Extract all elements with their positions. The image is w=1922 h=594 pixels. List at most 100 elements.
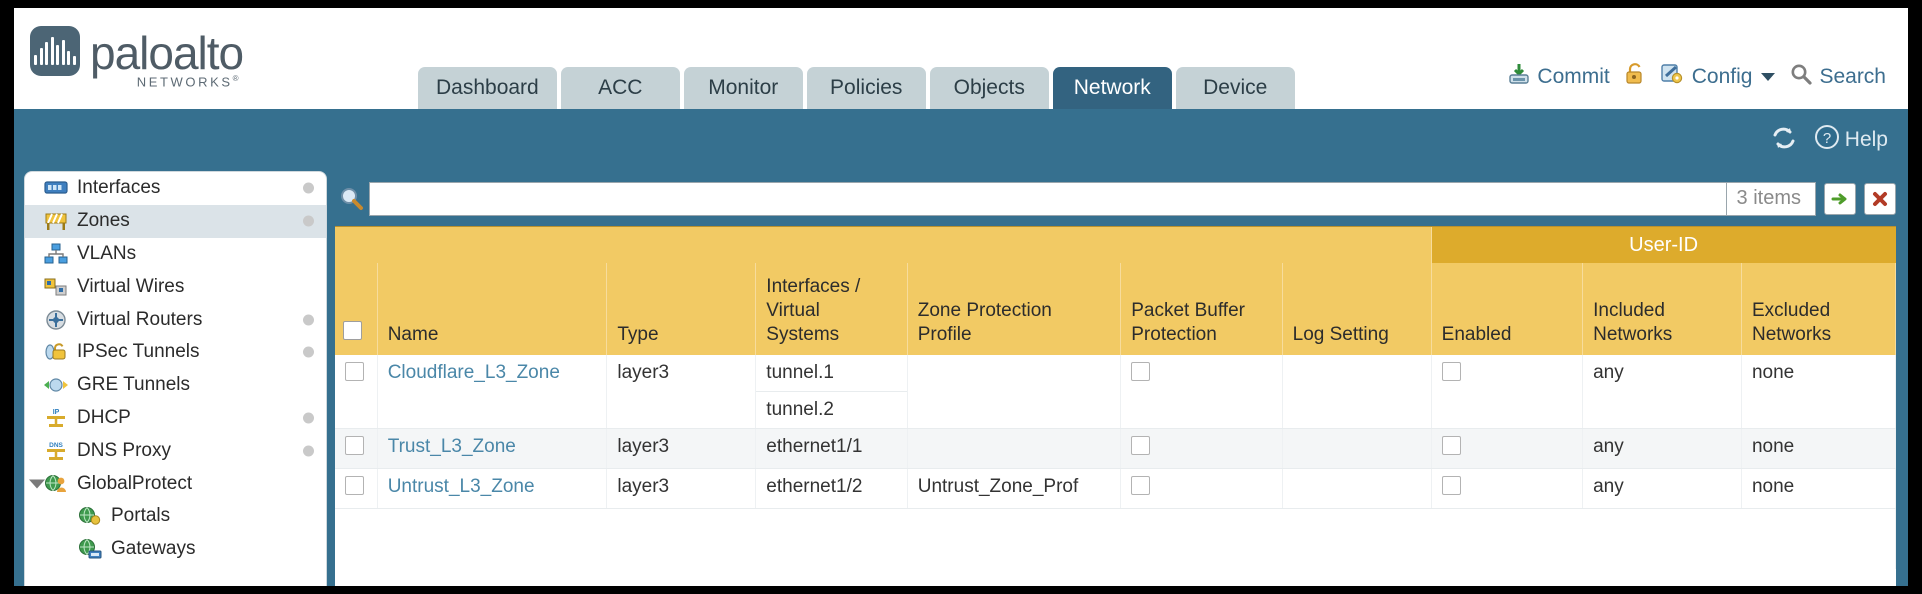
userid-enabled-cell [1431,355,1584,429]
sidebar-item-portals[interactable]: Portals [25,500,326,533]
excluded-networks-cell: none [1741,468,1896,509]
row-select-cell [335,355,378,429]
band-actions: ? Help [1770,124,1888,156]
column-header-excluded-networks[interactable]: Excluded Networks [1741,263,1896,355]
search-button[interactable]: Search [1785,62,1890,92]
column-header-enabled[interactable]: Enabled [1431,263,1584,355]
sidebar-item-interfaces[interactable]: Interfaces [25,172,326,205]
column-header-packet-buffer-protection[interactable]: Packet Buffer Protection [1120,263,1283,355]
log-setting-cell [1282,428,1432,469]
search-icon [1789,62,1813,92]
tab-policies[interactable]: Policies [806,67,926,109]
virtual-routers-icon [43,309,69,331]
userid-enabled-checkbox[interactable] [1441,362,1461,381]
sidebar-item-gre-tunnels[interactable]: GRE Tunnels [25,369,326,402]
svg-text:?: ? [1823,130,1831,147]
row-checkbox[interactable] [345,436,364,455]
zone-name-link[interactable]: Cloudflare_L3_Zone [387,362,560,383]
help-button[interactable]: ? Help [1814,124,1888,156]
commit-icon [1507,62,1531,92]
apply-filter-button[interactable] [1824,182,1856,215]
sidebar-item-virtual-routers[interactable]: Virtual Routers [25,303,326,336]
dns-proxy-icon: DNS [43,440,69,462]
table-row[interactable]: Untrust_L3_Zone layer3 ethernet1/2 Untrust_… [335,468,1896,509]
interface-entry: ethernet1/2 [766,476,863,497]
packet-buffer-protection-cell [1120,428,1283,469]
refresh-icon[interactable] [1770,126,1798,155]
tab-network[interactable]: Network [1052,67,1172,109]
brand-name: paloalto [90,27,244,79]
column-header-name[interactable]: Name [377,263,608,355]
tab-acc[interactable]: ACC [560,67,680,109]
packet-buffer-protection-checkbox[interactable] [1131,362,1151,381]
help-label: Help [1844,128,1888,151]
commit-label: Commit [1537,65,1610,88]
row-checkbox[interactable] [345,476,364,495]
userid-enabled-checkbox[interactable] [1441,436,1461,455]
tab-dashboard[interactable]: Dashboard [418,67,557,109]
vlans-icon [43,243,69,265]
config-menu-button[interactable]: Config [1656,62,1780,92]
brand-tagline: NETWORKS® [136,74,242,90]
commit-button[interactable]: Commit [1503,62,1613,92]
sidebar-item-globalprotect[interactable]: GlobalProtect [25,467,326,500]
zone-type-cell: layer3 [606,428,757,469]
chevron-down-icon [1761,73,1776,81]
dhcp-icon: IP [43,407,69,429]
tab-monitor[interactable]: Monitor [683,67,803,109]
sidebar-item-dhcp[interactable]: IP DHCP [25,402,326,435]
config-label: Config [1691,65,1753,88]
row-checkbox[interactable] [345,362,364,381]
included-networks-cell: any [1582,468,1742,509]
search-input[interactable] [369,181,1727,216]
sidebar-item-gateways[interactable]: Gateways [25,533,326,566]
column-header-included-networks[interactable]: Included Networks [1582,263,1742,355]
zone-name-link[interactable]: Untrust_L3_Zone [387,476,535,497]
row-select-cell [335,468,378,509]
userid-enabled-checkbox[interactable] [1441,476,1461,495]
svg-text:IP: IP [53,409,60,416]
tab-objects[interactable]: Objects [929,67,1049,109]
clear-filter-button[interactable] [1864,182,1896,215]
ipsec-tunnels-icon [43,341,69,363]
sidebar-item-virtual-wires[interactable]: Virtual Wires [25,270,326,303]
column-header-interfaces-virtual-systems[interactable]: Interfaces / Virtual Systems [755,263,908,355]
interface-entry: tunnel.1 [756,355,907,392]
sidebar-item-label: Zones [77,210,130,232]
packet-buffer-protection-checkbox[interactable] [1131,436,1151,455]
tab-device[interactable]: Device [1175,67,1295,109]
sidebar-item-ipsec-tunnels[interactable]: IPSec Tunnels [25,336,326,369]
sidebar-item-label: Portals [111,505,171,527]
column-header-type[interactable]: Type [606,263,757,355]
expander-triangle-icon[interactable] [29,479,45,489]
table-group-header-row: User-ID [335,227,1896,263]
column-header-zone-protection-profile[interactable]: Zone Protection Profile [907,263,1122,355]
log-setting-cell [1282,355,1432,429]
zone-protection-profile-cell: Untrust_Zone_Prof [907,468,1122,509]
column-header-log-setting[interactable]: Log Setting [1282,263,1432,355]
search-toolbar: 3 items [327,171,1908,226]
lock-button[interactable] [1620,62,1650,92]
items-count-label: 3 items [1726,181,1816,216]
sidebar-item-label: DHCP [77,406,131,428]
zone-type-cell: layer3 [606,468,757,509]
log-setting-cell [1282,468,1432,509]
zone-interfaces-cell: ethernet1/2 [755,468,908,509]
packet-buffer-protection-checkbox[interactable] [1131,476,1151,495]
userid-enabled-cell [1431,468,1584,509]
sidebar-item-vlans[interactable]: VLANs [25,238,326,271]
sidebar-item-label: Interfaces [77,177,161,199]
select-all-checkbox[interactable] [343,321,362,340]
sidebar-item-zones[interactable]: Zones [25,204,326,238]
magnifier-icon[interactable] [335,186,369,212]
zone-name-link[interactable]: Trust_L3_Zone [387,436,516,457]
